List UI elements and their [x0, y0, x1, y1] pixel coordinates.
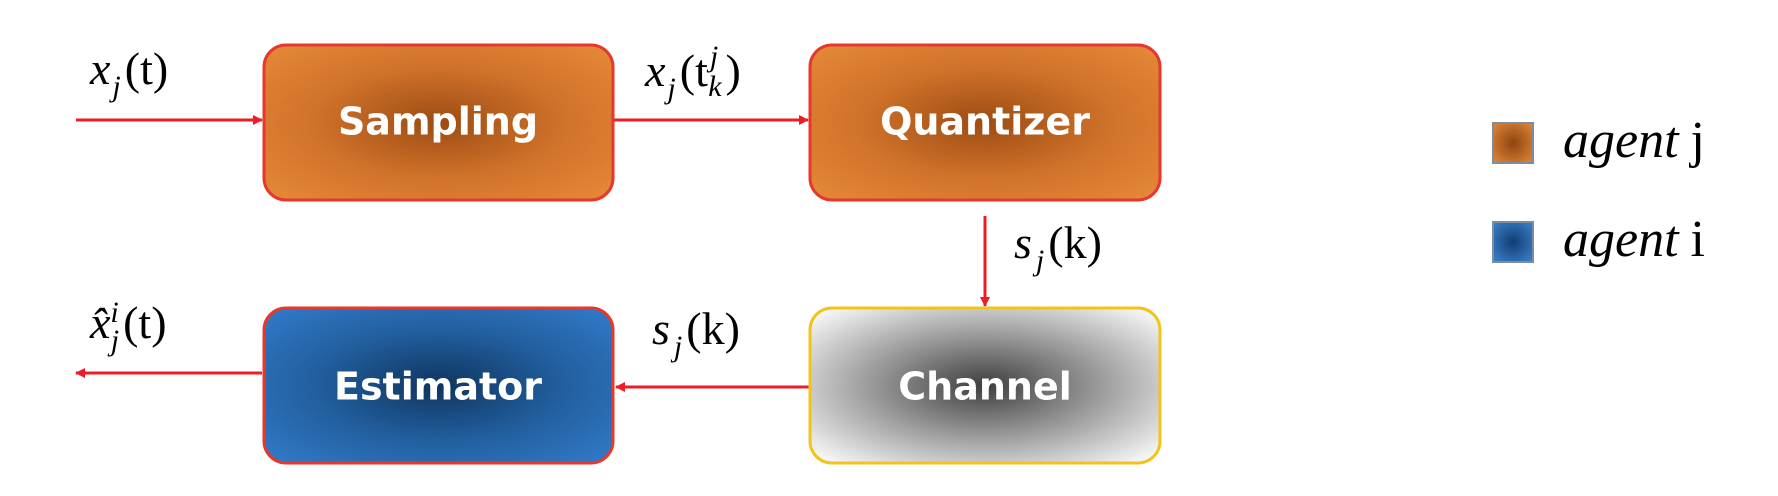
channel-block: Channel	[808, 306, 1162, 465]
signal-input-label: xj(t)	[89, 43, 168, 103]
sampling-label: Sampling	[338, 100, 538, 144]
sampling-block: Sampling	[262, 43, 615, 202]
channel-label: Channel	[898, 365, 1072, 409]
estimator-block: Estimator	[262, 306, 615, 465]
arrows	[75, 115, 990, 392]
legend-swatch-blue	[1492, 221, 1534, 263]
estimator-block-box	[262, 306, 615, 465]
quantizer-label: Quantizer	[880, 100, 1090, 144]
quantizer-block-box	[808, 43, 1162, 202]
quantizer-block: Quantizer	[808, 43, 1162, 202]
channel-block-box	[808, 306, 1162, 465]
legend-swatch-orange	[1492, 122, 1534, 164]
estimator-label: Estimator	[334, 365, 542, 409]
sampling-block-box	[262, 43, 615, 202]
